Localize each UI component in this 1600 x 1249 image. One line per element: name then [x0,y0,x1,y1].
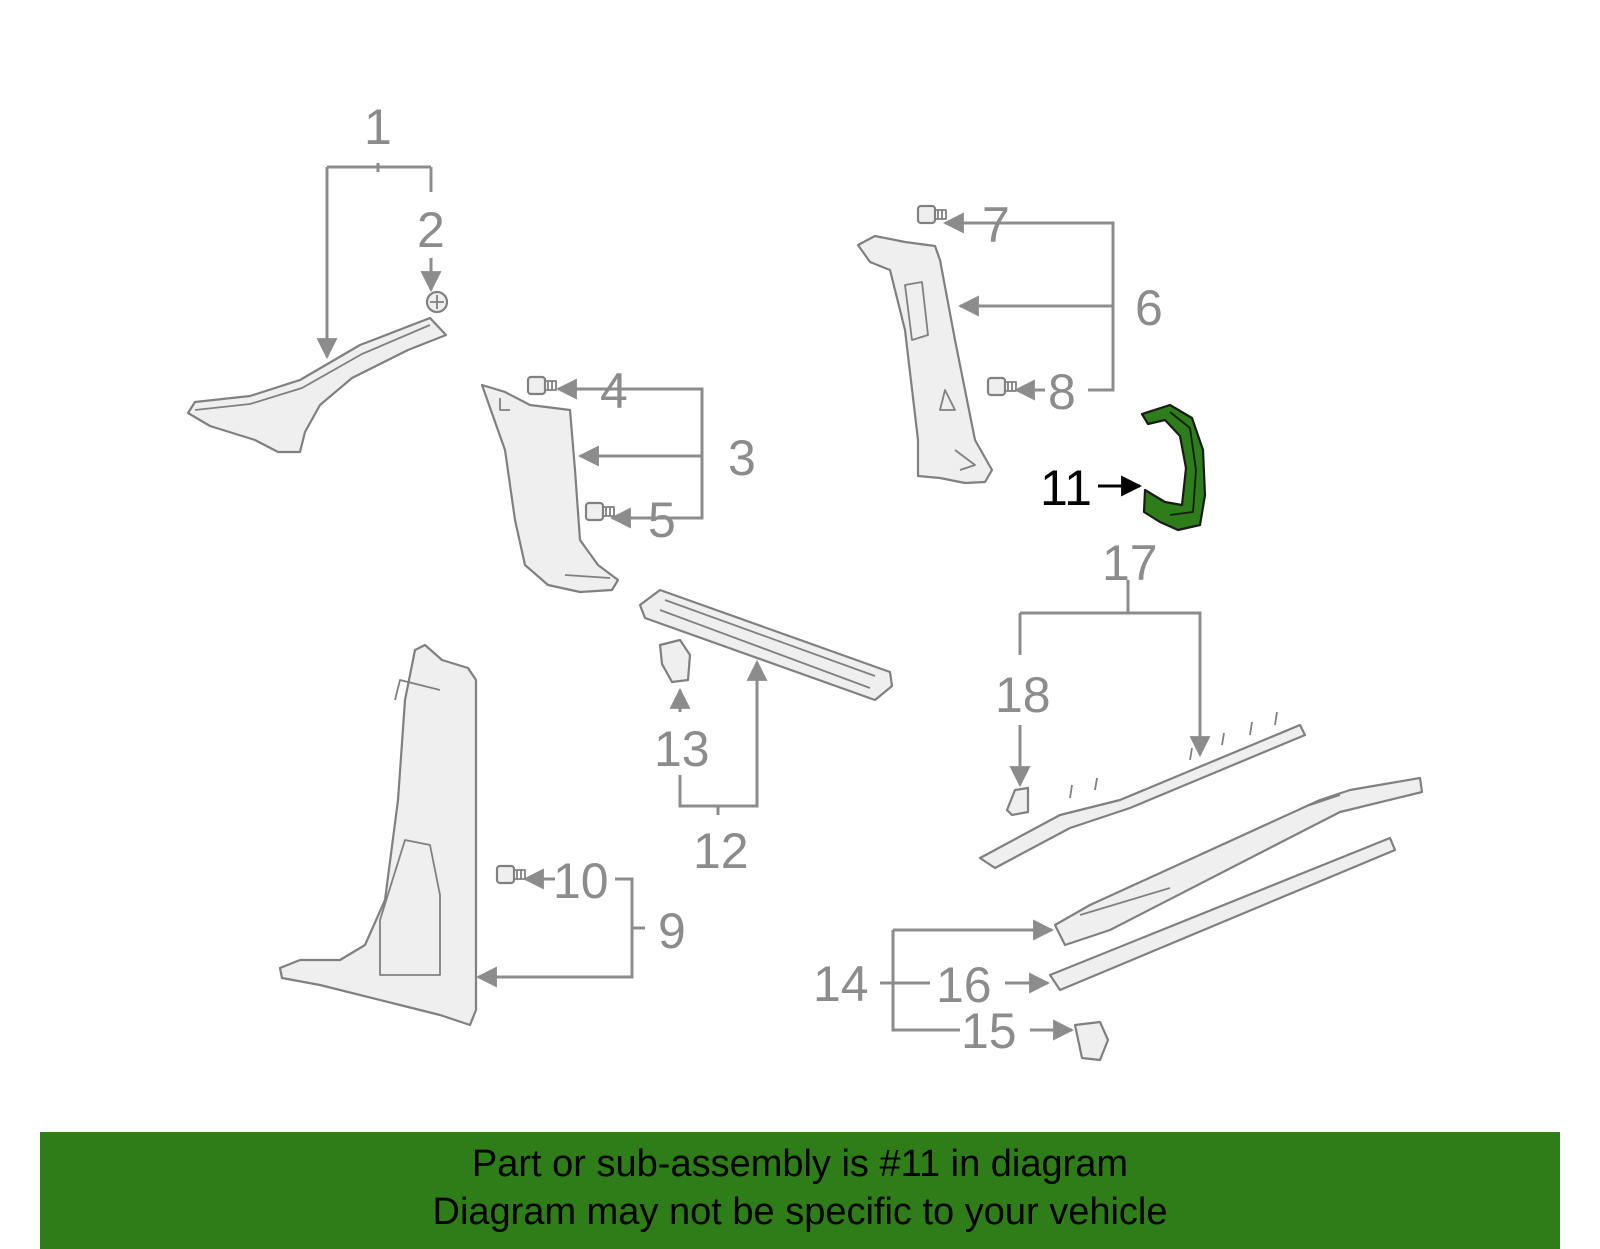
part-15-clip[interactable] [1073,1020,1110,1062]
part-5-screw[interactable] [584,501,615,522]
part-16-trim-strip[interactable] [1048,836,1397,992]
callout-17: 17 [1102,535,1158,591]
part-7-screw[interactable] [916,204,947,225]
callout-16: 16 [936,957,992,1013]
callout-13: 13 [654,721,710,777]
info-banner: Part or sub-assembly is #11 in diagram D… [40,1132,1560,1249]
callout-7: 7 [982,197,1010,253]
callout-4: 4 [600,363,628,419]
callout-9: 9 [658,903,686,959]
banner-part-note: Part or sub-assembly is #11 in diagram [471,1143,1129,1185]
part-12-scuff-plate[interactable] [638,588,894,702]
callout-numbers: 1 2 3 4 5 6 7 8 9 10 11 12 13 14 15 16 1… [364,99,1163,1059]
callout-3: 3 [728,430,756,486]
part-18-clip[interactable] [1005,786,1030,817]
part-4-screw[interactable] [526,375,557,396]
callout-18: 18 [995,667,1051,723]
part-9-pillar-trim[interactable] [278,643,478,1027]
callout-2: 2 [417,202,445,258]
part-11-assist-handle[interactable] [1140,403,1207,532]
part-6-pillar-trim[interactable] [856,234,994,485]
part-14-scuff-plate[interactable] [1053,776,1424,947]
callout-8: 8 [1048,364,1076,420]
callout-15: 15 [961,1003,1017,1059]
part-1-pillar-trim[interactable] [186,316,448,454]
callout-10: 10 [553,853,609,909]
callout-14: 14 [813,956,869,1012]
leader-lines [327,163,1200,1041]
part-8-screw[interactable] [986,376,1017,397]
callout-12: 12 [693,823,749,879]
part-3-pillar-trim[interactable] [480,383,620,594]
part-13-clip[interactable] [658,638,692,684]
callout-6: 6 [1135,280,1163,336]
part-10-screw[interactable] [495,864,526,885]
part-2-clip[interactable] [425,290,449,314]
callout-1: 1 [364,99,392,155]
callout-5: 5 [648,492,676,548]
banner-disclaimer: Diagram may not be specific to your vehi… [432,1191,1168,1233]
callout-11: 11 [1040,460,1092,516]
